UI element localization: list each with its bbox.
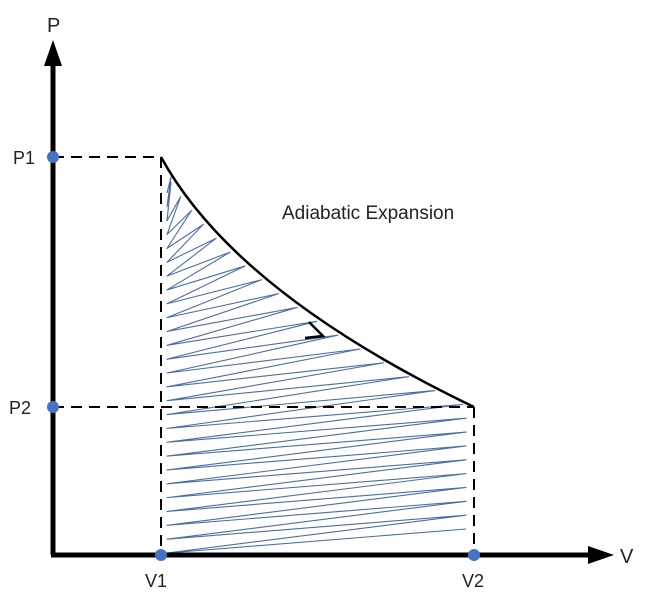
p1-marker	[47, 151, 59, 163]
p2-label: P2	[9, 398, 31, 418]
p1-label: P1	[13, 148, 35, 168]
v1-label: V1	[145, 571, 167, 591]
y-axis-arrowhead	[44, 40, 62, 66]
x-axis-label: V	[620, 546, 634, 568]
adiabatic-curve	[159, 156, 475, 409]
v2-label: V2	[462, 571, 484, 591]
process-annotation: Adiabatic Expansion	[282, 203, 454, 224]
direction-arrow-icon	[304, 321, 326, 340]
v2-marker	[468, 549, 480, 561]
work-area-hatching	[166, 176, 467, 554]
x-axis-arrowhead	[588, 546, 614, 564]
v1-marker	[155, 549, 167, 561]
y-axis-label: P	[47, 15, 60, 37]
p2-marker	[47, 401, 59, 413]
